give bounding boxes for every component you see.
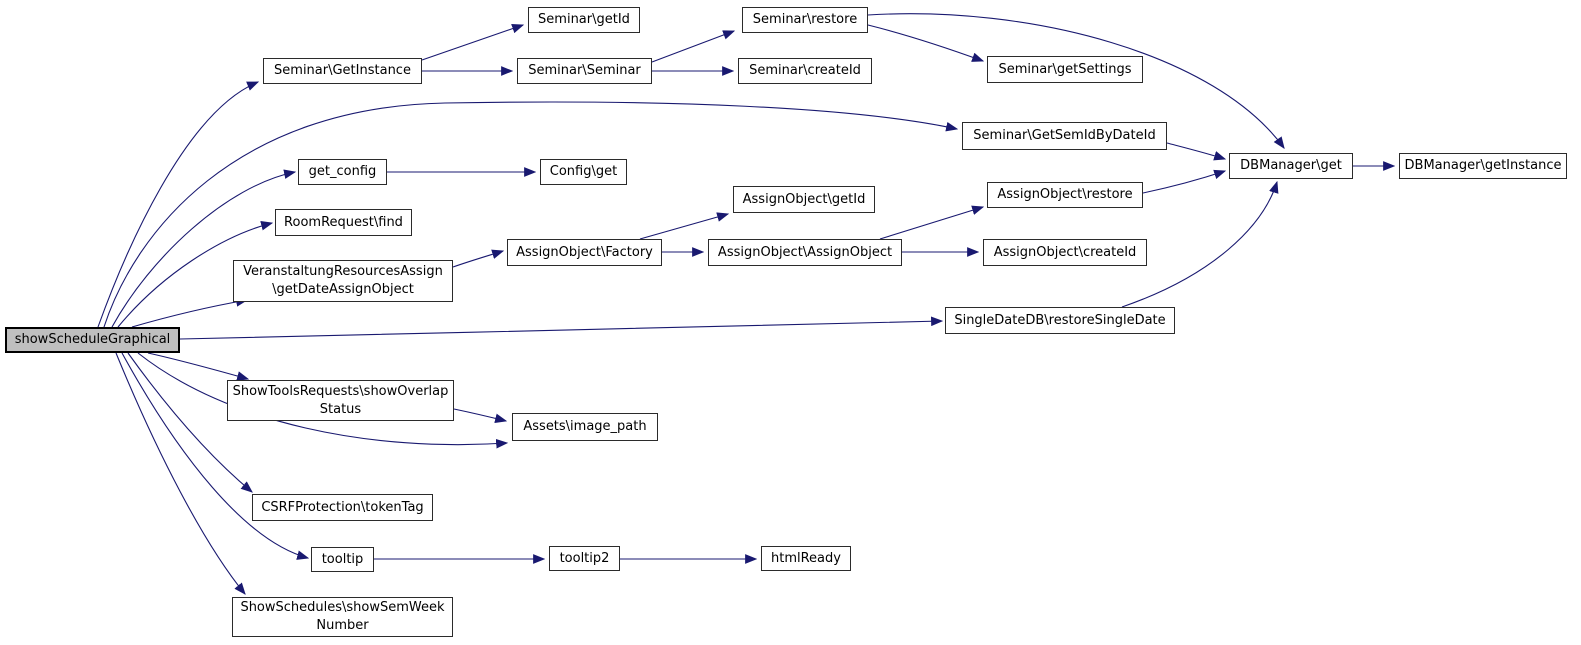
node-DBManager_getInstance[interactable]: DBManager\getInstance bbox=[1399, 153, 1567, 179]
node-DBManager_get[interactable]: DBManager\get bbox=[1229, 153, 1353, 179]
node-AssignObject_AssignObject[interactable]: AssignObject\AssignObject bbox=[708, 239, 902, 266]
node-htmlReady[interactable]: htmlReady bbox=[761, 546, 851, 571]
node-Seminar_createId[interactable]: Seminar\createId bbox=[738, 58, 872, 84]
node-ShowSchedules_showSemWeekNumber[interactable]: ShowSchedules\showSemWeek Number bbox=[232, 597, 453, 637]
node-Seminar_getSettings[interactable]: Seminar\getSettings bbox=[987, 56, 1143, 83]
edge-showScheduleGraphical-to-Seminar_GetSemIdByDateId bbox=[103, 101, 959, 328]
node-Config_get[interactable]: Config\get bbox=[540, 159, 627, 185]
edge-Seminar_Seminar-to-Seminar_restore bbox=[651, 30, 736, 63]
edge-showScheduleGraphical-to-get_config bbox=[111, 169, 297, 328]
edge-showScheduleGraphical-to-CSRFProtection_tokenTag bbox=[127, 352, 253, 493]
node-SingleDateDB_restoreSingleDate[interactable]: SingleDateDB\restoreSingleDate bbox=[945, 307, 1175, 334]
edge-showScheduleGraphical-to-RoomRequest_find bbox=[117, 221, 274, 328]
node-Seminar_GetInstance[interactable]: Seminar\GetInstance bbox=[263, 58, 422, 84]
edge-showScheduleGraphical-to-tooltip bbox=[121, 352, 310, 560]
node-Seminar_restore[interactable]: Seminar\restore bbox=[742, 7, 868, 33]
edge-AssignObject_Factory-to-AssignObject_getId bbox=[639, 212, 730, 240]
node-AssignObject_restore[interactable]: AssignObject\restore bbox=[987, 182, 1143, 208]
edge-Seminar_GetSemIdByDateId-to-DBManager_get bbox=[1166, 142, 1227, 161]
edge-showScheduleGraphical-to-Seminar_GetInstance bbox=[97, 81, 260, 328]
edge-AssignObject_restore-to-DBManager_get bbox=[1142, 169, 1227, 194]
node-RoomRequest_find[interactable]: RoomRequest\find bbox=[275, 209, 412, 236]
node-Seminar_getId[interactable]: Seminar\getId bbox=[528, 7, 640, 33]
edge-Seminar_GetInstance-to-Seminar_getId bbox=[421, 23, 525, 61]
edge-ShowToolsRequests_showOverlapStatus-to-Assets_image_path bbox=[453, 408, 508, 424]
edge-showScheduleGraphical-to-ShowSchedules_showSemWeekNumber bbox=[115, 352, 246, 595]
node-showScheduleGraphical: showScheduleGraphical bbox=[5, 327, 180, 353]
node-Seminar_Seminar[interactable]: Seminar\Seminar bbox=[517, 58, 652, 84]
node-get_config[interactable]: get_config bbox=[298, 159, 387, 185]
node-VeranstaltungResourcesAssign_getDateAssignObject[interactable]: VeranstaltungResourcesAssign \getDateAss… bbox=[233, 260, 453, 302]
node-tooltip[interactable]: tooltip bbox=[311, 547, 374, 572]
edge-Seminar_restore-to-Seminar_getSettings bbox=[867, 24, 985, 62]
edge-VeranstaltungResourcesAssign_getDateAssignObject-to-AssignObject_Factory bbox=[452, 249, 505, 268]
node-AssignObject_Factory[interactable]: AssignObject\Factory bbox=[507, 239, 662, 266]
edge-AssignObject_AssignObject-to-AssignObject_restore bbox=[879, 205, 985, 240]
edge-showScheduleGraphical-to-Assets_image_path bbox=[137, 352, 509, 449]
node-AssignObject_createId[interactable]: AssignObject\createId bbox=[983, 239, 1147, 266]
node-Seminar_GetSemIdByDateId[interactable]: Seminar\GetSemIdByDateId bbox=[962, 122, 1167, 150]
node-Assets_image_path[interactable]: Assets\image_path bbox=[512, 413, 658, 441]
node-CSRFProtection_tokenTag[interactable]: CSRFProtection\tokenTag bbox=[252, 494, 433, 521]
node-ShowToolsRequests_showOverlapStatus[interactable]: ShowToolsRequests\showOverlap Status bbox=[227, 380, 454, 421]
edge-Seminar_restore-to-DBManager_get bbox=[867, 13, 1285, 149]
node-AssignObject_getId[interactable]: AssignObject\getId bbox=[733, 186, 875, 213]
edge-showScheduleGraphical-to-VeranstaltungResourcesAssign_getDateAssignObject bbox=[131, 297, 249, 328]
edge-showScheduleGraphical-to-SingleDateDB_restoreSingleDate bbox=[179, 316, 944, 340]
node-tooltip2[interactable]: tooltip2 bbox=[549, 546, 620, 571]
edge-showScheduleGraphical-to-ShowToolsRequests_showOverlapStatus bbox=[147, 352, 250, 381]
edge-SingleDateDB_restoreSingleDate-to-DBManager_get bbox=[1121, 180, 1279, 308]
